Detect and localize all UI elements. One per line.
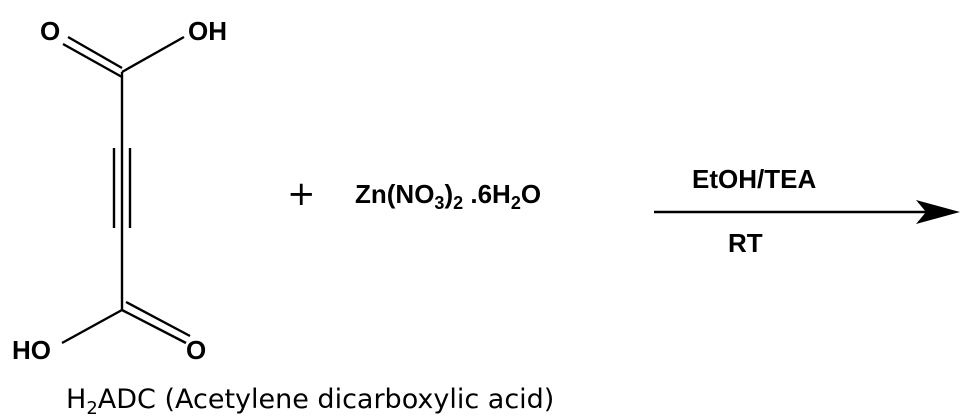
reagent-sub-3: 3 (434, 193, 444, 213)
caption-prefix: H (66, 384, 86, 415)
reagent-part-e: .6H (463, 179, 511, 209)
bottom-hydroxyl-bond (61, 308, 123, 345)
reaction-arrow (654, 200, 960, 224)
reagent-part-a: Zn(NO (355, 179, 434, 209)
bottom-left-hydroxyl-label: HO (12, 335, 51, 365)
top-hydroxyl-bond (121, 35, 185, 74)
condition-above-arrow: EtOH/TEA (692, 164, 816, 194)
caption-subscript: 2 (86, 398, 97, 418)
reagent-sub-2b: 2 (511, 193, 521, 213)
top-carbonyl-bond-2 (62, 42, 123, 79)
top-carbonyl-bond-1 (67, 35, 123, 70)
top-left-oxygen-label: O (40, 16, 60, 46)
acetylene-dicarboxylic-acid-structure: O OH HO O H2ADC (Acetylene dicarboxylic … (12, 16, 554, 418)
bottom-right-oxygen-label: O (186, 335, 206, 365)
bottom-carbonyl-bond-1 (121, 308, 187, 345)
reagent-sub-2: 2 (453, 193, 463, 213)
molecule-caption: H2ADC (Acetylene dicarboxylic acid) (66, 384, 554, 418)
caption-rest: ADC (Acetylene dicarboxylic acid) (98, 384, 555, 415)
plus-sign: + (287, 174, 316, 214)
reagent-part-g: O (521, 179, 541, 209)
top-right-hydroxyl-label: OH (188, 16, 227, 46)
bottom-carbonyl-bond-2 (125, 300, 191, 338)
condition-below-arrow: RT (728, 228, 763, 258)
reagent-part-c: ) (444, 179, 453, 209)
arrow-head (916, 200, 960, 224)
zinc-nitrate-reagent: Zn(NO3)2 .6H2O (355, 179, 541, 213)
